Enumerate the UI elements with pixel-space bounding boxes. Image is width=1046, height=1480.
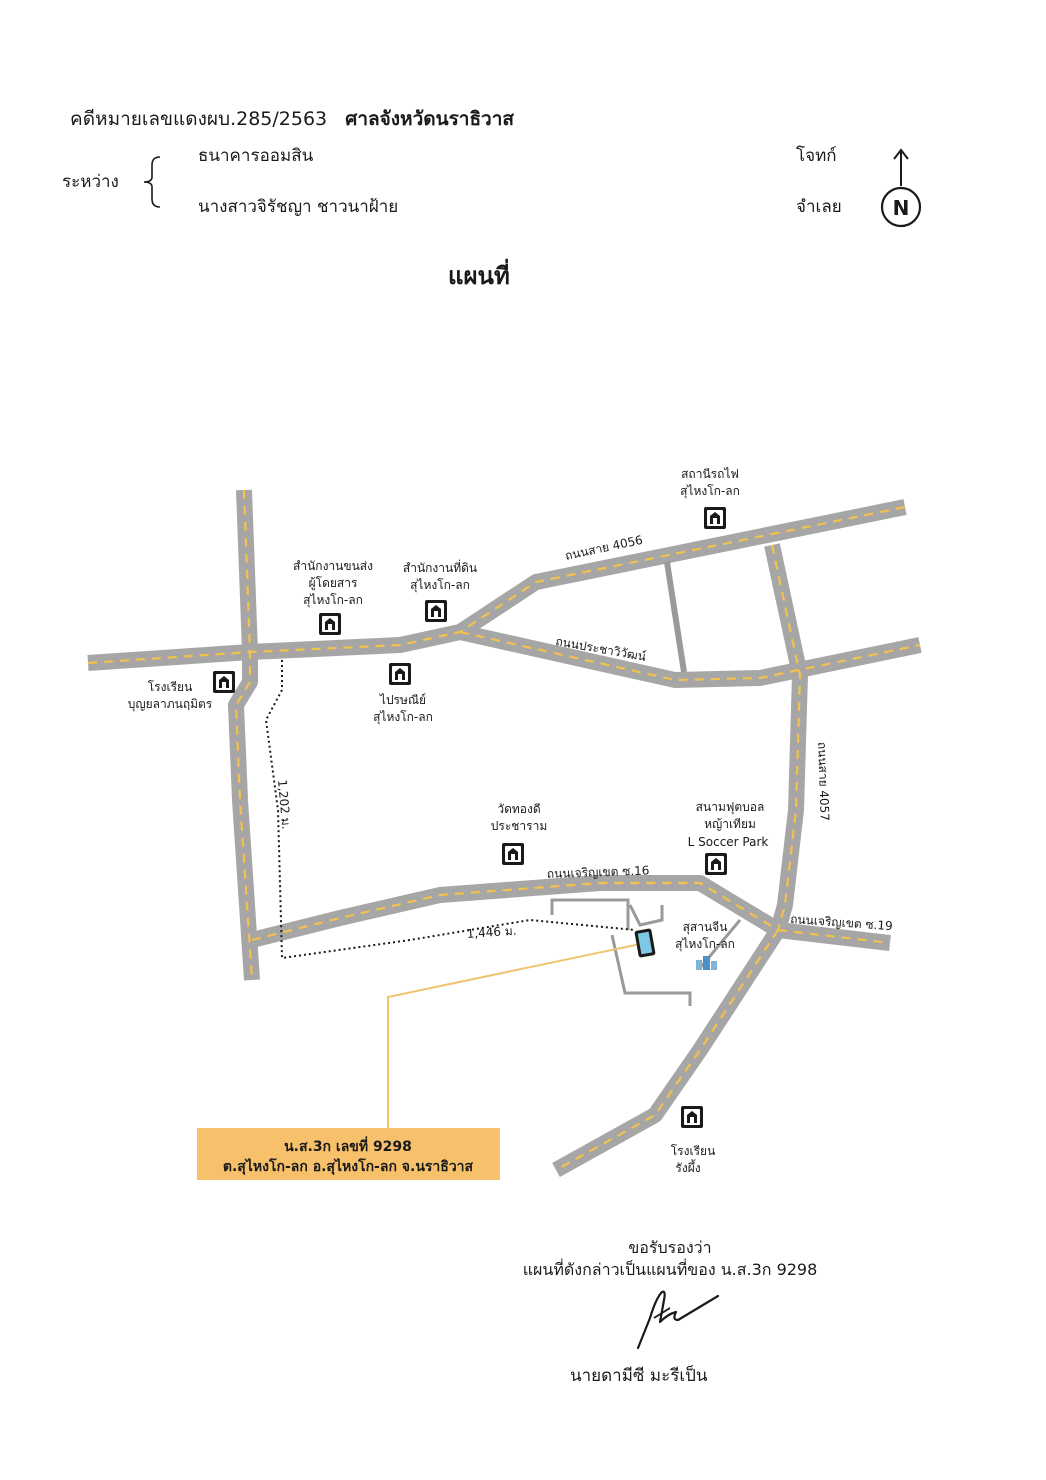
- plot-label-line1: น.ส.3ก เลขที่ 9298: [284, 1136, 412, 1155]
- svg-text:สุไหงโก-ลก: สุไหงโก-ลก: [680, 484, 740, 499]
- page-title: แผนที่: [448, 262, 510, 290]
- building-icon: [704, 507, 726, 529]
- building-icon: [705, 853, 727, 875]
- case-number: คดีหมายเลขแดงผบ.285/2563: [70, 108, 328, 130]
- svg-text:โรงเรียน: โรงเรียน: [148, 680, 193, 694]
- signer-name: นายดามีซี มะรีเป็น: [570, 1366, 708, 1386]
- case-header: คดีหมายเลขแดงผบ.285/2563 ศาลจังหวัดนราธิ…: [70, 104, 514, 134]
- landmark-post-office: ไปรษณีย์ สุไหงโก-ลก: [373, 663, 433, 725]
- plot-label-line2: ต.สุไหงโก-ลก อ.สุไหงโก-ลก จ.นราธิวาส: [223, 1157, 474, 1175]
- road-4057-label: ถนนสาย 4057: [815, 742, 832, 822]
- landmark-chinese-cemetery: สุสานจีน สุไหงโก-ลก: [675, 920, 735, 970]
- bracket-icon: [143, 156, 161, 208]
- road-east-connector: [764, 543, 808, 933]
- svg-text:รังผึ้ง: รังผึ้ง: [675, 1159, 700, 1175]
- building-icon: [502, 843, 524, 865]
- landmark-train-station: สถานีรถไฟ สุไหงโก-ลก: [680, 467, 740, 529]
- north-label: N: [893, 196, 910, 220]
- svg-text:สถานีรถไฟ: สถานีรถไฟ: [681, 467, 739, 481]
- building-icon: [681, 1106, 703, 1128]
- svg-text:หญ้าเทียม: หญ้าเทียม: [704, 817, 756, 831]
- road-prachawiwat: [458, 624, 922, 688]
- building-icon: [213, 671, 235, 693]
- north-arrow-icon: N: [880, 148, 922, 228]
- minor-road-north: [664, 561, 687, 673]
- svg-text:สุสานจีน: สุสานจีน: [683, 920, 728, 935]
- landmark-wat-thongdi: วัดทองดี ประชาราม: [491, 802, 547, 865]
- distance-vertical-label: 1,202 ม.: [275, 779, 293, 830]
- defendant-name: นางสาวจิรัชญา ชาวนาฝ้าย: [198, 197, 399, 217]
- building-icon: [425, 600, 447, 622]
- svg-text:ผู้โดยสาร: ผู้โดยสาร: [309, 576, 358, 591]
- between-label: ระหว่าง: [62, 172, 119, 192]
- defendant-role: จำเลย: [796, 197, 842, 217]
- svg-text:สำนักงานที่ดิน: สำนักงานที่ดิน: [403, 559, 477, 575]
- svg-text:โรงเรียน: โรงเรียน: [671, 1144, 716, 1158]
- distance-route: [264, 660, 636, 960]
- svg-text:สุไหงโก-ลก: สุไหงโก-ลก: [410, 578, 470, 593]
- plaintiff-role: โจทก์: [796, 146, 837, 166]
- plot-leader-line: [387, 943, 641, 1130]
- court-name: ศาลจังหวัดนราธิวาส: [345, 108, 514, 130]
- building-icon: [389, 663, 411, 685]
- svg-text:สุไหงโก-ลก: สุไหงโก-ลก: [303, 593, 363, 608]
- svg-text:L Soccer Park: L Soccer Park: [688, 835, 769, 849]
- road-network: [87, 489, 922, 1177]
- svg-text:วัดทองดี: วัดทองดี: [497, 802, 540, 816]
- svg-text:สนามฟุตบอล: สนามฟุตบอล: [696, 800, 765, 815]
- road-south-diagonal: [552, 925, 785, 1177]
- svg-text:สุไหงโก-ลก: สุไหงโก-ลก: [675, 937, 735, 952]
- distance-horizontal-label: 1,446 ม.: [466, 924, 517, 941]
- svg-text:ไปรษณีย์: ไปรษณีย์: [379, 693, 426, 707]
- cemetery-icon: [696, 956, 717, 970]
- svg-text:บุญยลาภนฤมิตร: บุญยลาภนฤมิตร: [128, 697, 213, 712]
- plot-label-box: น.ส.3ก เลขที่ 9298 ต.สุไหงโก-ลก อ.สุไหงโ…: [197, 1128, 500, 1180]
- building-icon: [319, 613, 341, 635]
- certification-line1: ขอรับรองว่า: [628, 1238, 712, 1257]
- landmark-land-office: สำนักงานที่ดิน สุไหงโก-ลก: [403, 559, 477, 622]
- landmark-school-rangkhing: โรงเรียน รังผึ้ง: [671, 1106, 716, 1175]
- landmark-transport-office: สำนักงานขนส่ง ผู้โดยสาร สุไหงโก-ลก: [293, 559, 373, 635]
- certification-line2: แผนที่ดังกล่าวเป็นแผนที่ของ น.ส.3ก 9298: [522, 1260, 818, 1279]
- plot-marker-icon: [634, 928, 656, 958]
- signature-icon: [636, 1290, 720, 1350]
- landmark-soccer-field: สนามฟุตบอล หญ้าเทียม L Soccer Park: [688, 800, 769, 875]
- road-charoenkhet-16-label: ถนนเจริญเขต ซ.16: [547, 863, 650, 881]
- svg-text:สำนักงานขนส่ง: สำนักงานขนส่ง: [293, 559, 373, 573]
- svg-text:สุไหงโก-ลก: สุไหงโก-ลก: [373, 710, 433, 725]
- svg-text:ประชาราม: ประชาราม: [491, 819, 547, 833]
- plaintiff-name: ธนาคารออมสิน: [198, 146, 314, 166]
- road-west-vertical: [228, 489, 260, 981]
- landmark-school-bunyalapha: โรงเรียน บุญยลาภนฤมิตร: [128, 671, 235, 712]
